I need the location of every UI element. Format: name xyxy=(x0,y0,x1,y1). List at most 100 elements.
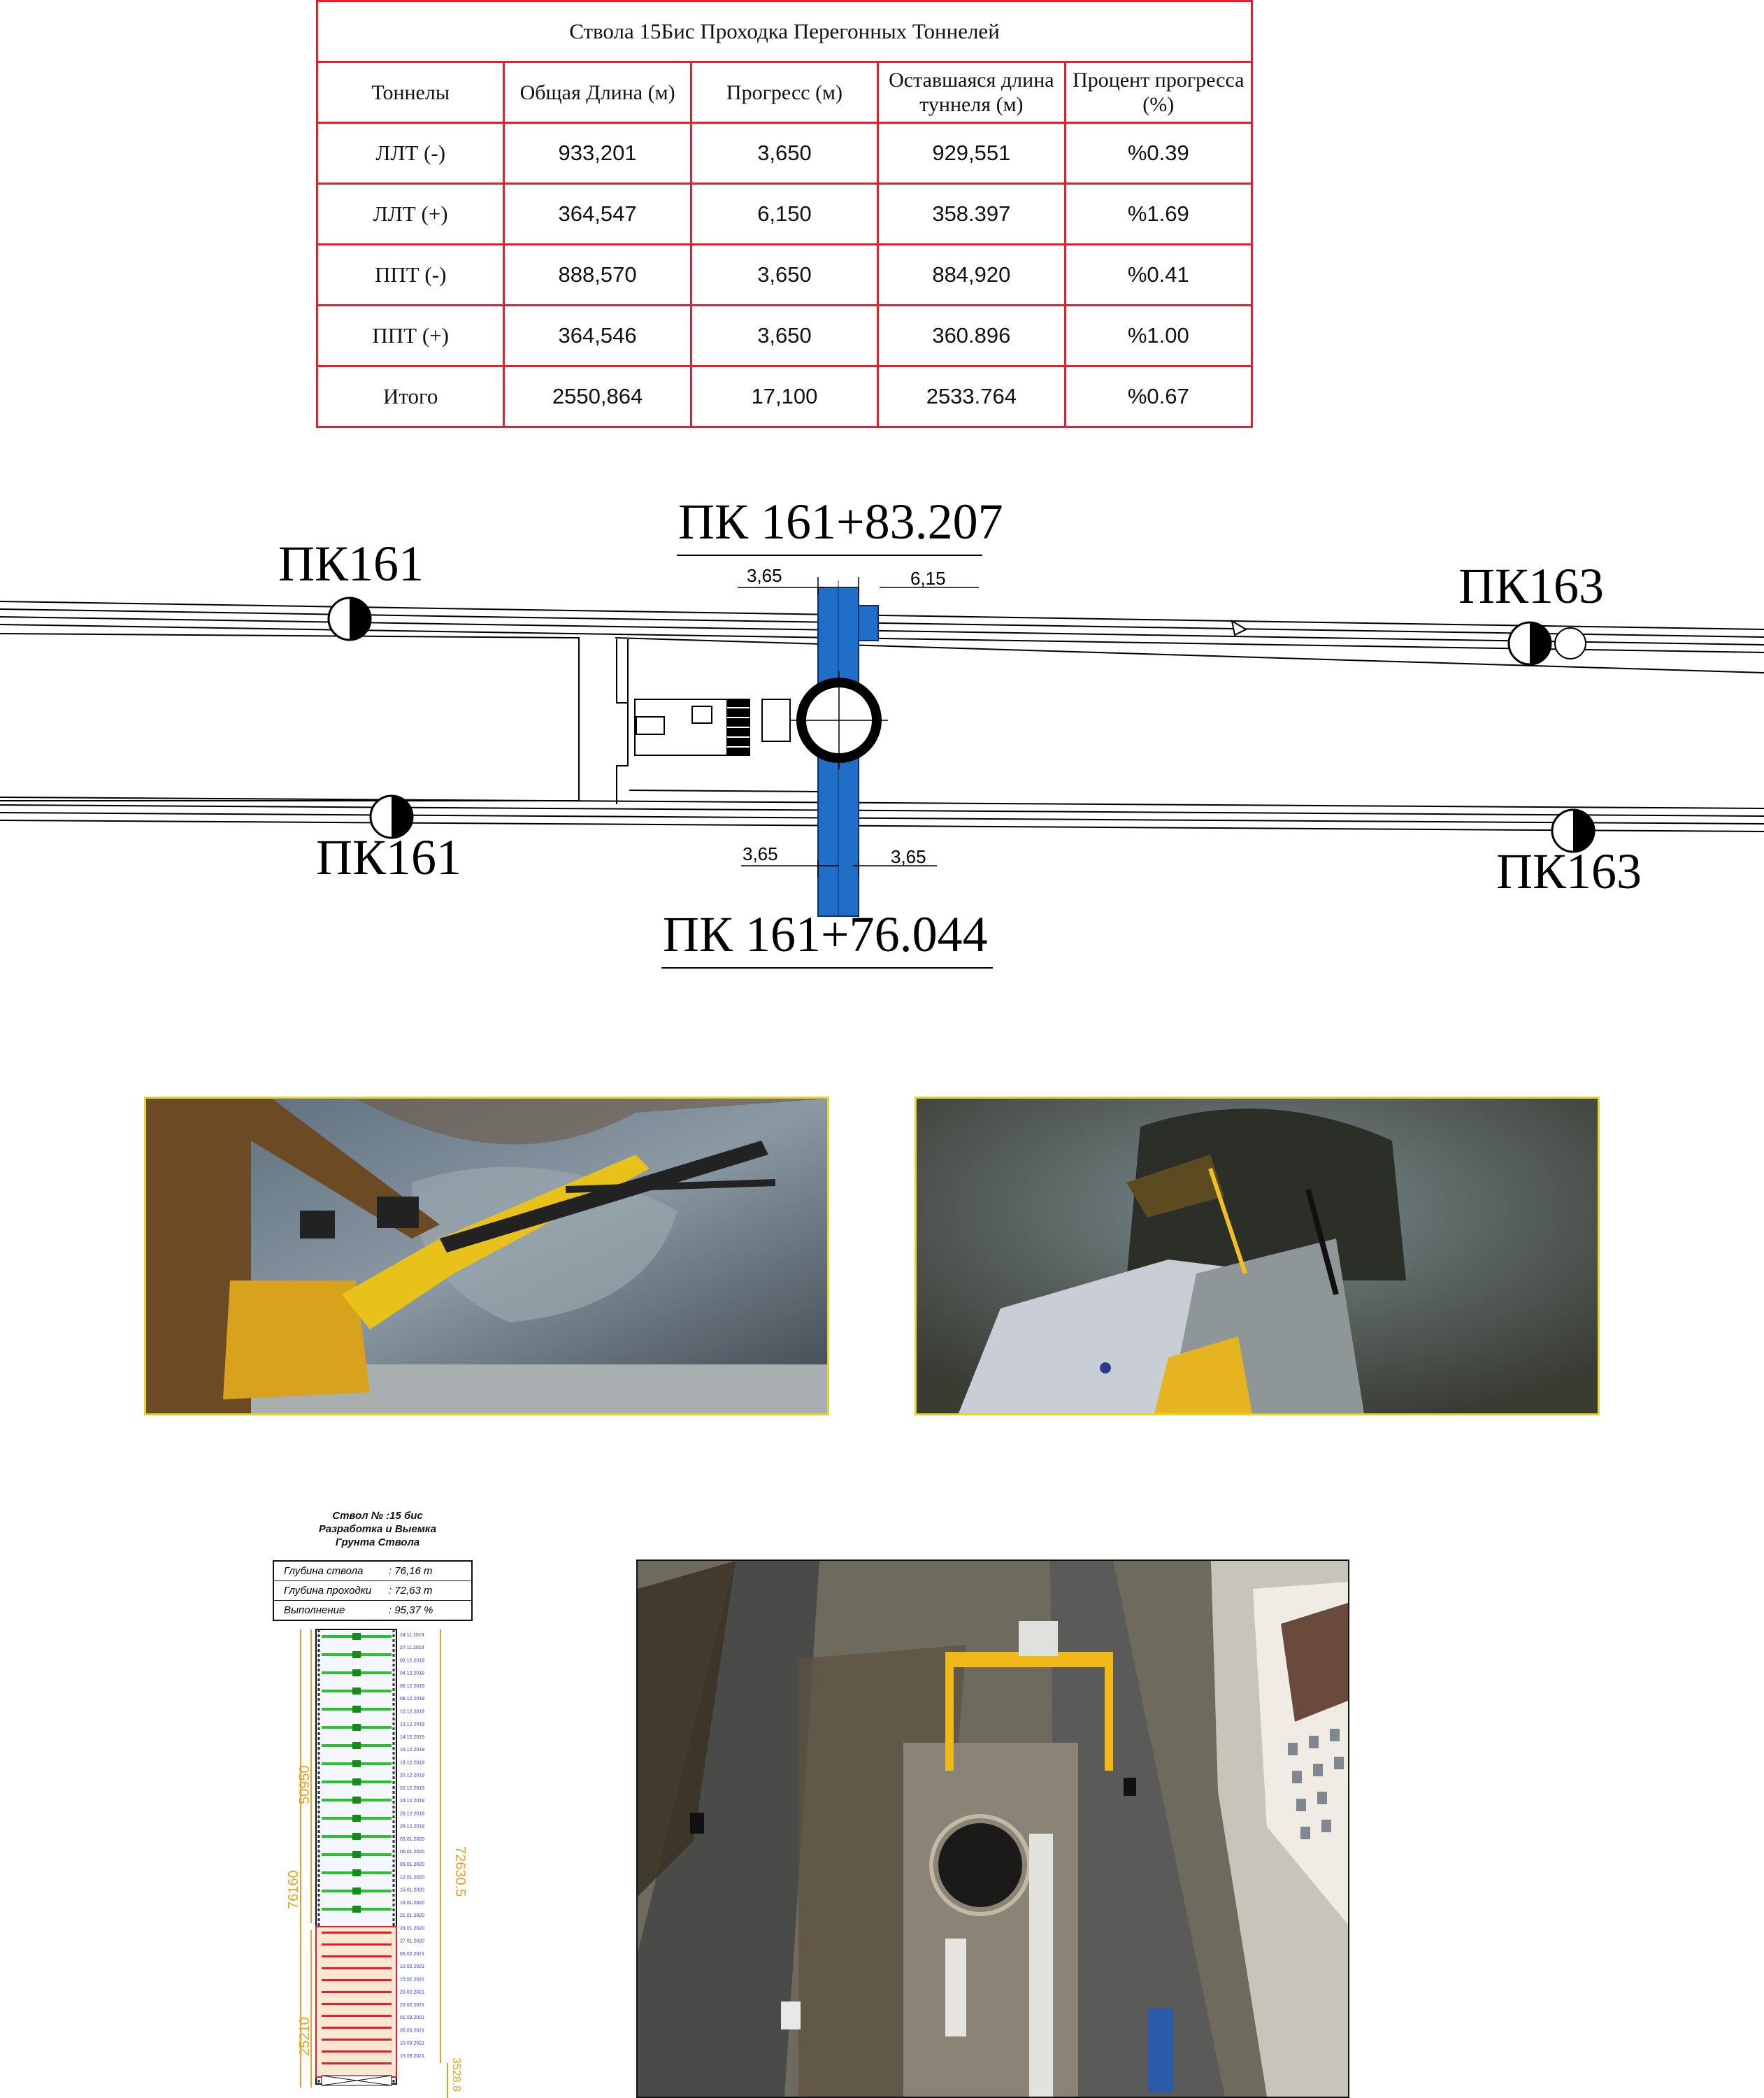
table-row: ППТ (+) 364,546 3,650 360.896 %1.00 xyxy=(315,304,1254,367)
lining-ring-marker xyxy=(352,1833,361,1840)
lining-ring-lower xyxy=(322,1967,392,1969)
depth-date-label: 12.12.2019 xyxy=(400,1722,424,1727)
dimension-bottom xyxy=(741,860,937,878)
cell-remaining: 358.397 xyxy=(877,183,1066,245)
lining-ring-marker xyxy=(352,1906,361,1913)
header-percent: Процент прогресса (%) xyxy=(1063,61,1254,124)
lining-ring-lower xyxy=(322,2039,392,2041)
dim-top-left: 3,65 xyxy=(747,565,782,586)
lining-ring-marker xyxy=(352,1742,361,1749)
cell-percent: %1.00 xyxy=(1063,304,1254,367)
cell-total: 364,547 xyxy=(503,183,692,245)
lining-ring-lower xyxy=(322,2050,392,2053)
excavation-depth-label: Глубина проходки xyxy=(284,1585,372,1597)
depth-date-label: 15.03.2021 xyxy=(400,2054,424,2059)
lower-tunnel-lines xyxy=(0,790,1764,832)
lining-ring-lower xyxy=(322,1991,392,1993)
shaft-section-drawing: 50950 76160 25210 72630.5 3528.8 24.11.2… xyxy=(286,1629,468,2098)
depth-date-label: 22.12.2019 xyxy=(400,1786,424,1791)
excavation-depth-value: : 72,63 m xyxy=(389,1585,433,1597)
lining-ring-marker xyxy=(352,1724,361,1731)
shaft-title-line-2: Разработка и Выемка xyxy=(318,1523,437,1535)
cell-total: 888,570 xyxy=(503,243,692,306)
table-row: ППТ (-) 888,570 3,650 884,920 %0.41 xyxy=(315,243,1254,306)
cross-passage xyxy=(0,633,791,804)
lining-ring-marker xyxy=(352,1869,361,1876)
cell-percent: %1.69 xyxy=(1063,183,1254,245)
shaft-depth-label: Глубина ствола xyxy=(284,1565,364,1577)
station-top-label: ПК 161+83.207 xyxy=(678,494,1003,550)
cell-tunnel: ППТ (-) xyxy=(315,243,505,306)
cell-remaining: 360.896 xyxy=(877,304,1066,367)
completion-label: Выполнение xyxy=(284,1604,345,1616)
lower-lining-segments xyxy=(322,1932,392,2064)
dim-right: 72630.5 xyxy=(452,1846,468,1897)
tunnel-excavation-photo xyxy=(915,1097,1600,1415)
cell-remaining: 929,551 xyxy=(877,122,1066,185)
depth-date-label: 01.03.2021 xyxy=(400,2015,424,2020)
pk163-top-label: ПК163 xyxy=(1458,558,1604,614)
cell-percent: %0.41 xyxy=(1063,243,1254,306)
depth-date-label: 21.01.2020 xyxy=(400,1913,424,1918)
depth-date-label: 04.12.2019 xyxy=(400,1671,424,1676)
depth-date-label: 06.01.2020 xyxy=(400,1850,424,1855)
lining-ring-lower xyxy=(322,2027,392,2029)
depth-date-label: 03.01.2020 xyxy=(400,1837,424,1842)
pk161-bottom-label: ПК161 xyxy=(316,829,461,885)
shaft-title-line-3: Грунта Ствола xyxy=(335,1536,420,1548)
depth-date-label: 18.01.2020 xyxy=(400,1901,424,1906)
shaft-progress-panel: Ствол № :15 бис Разработка и Выемка Грун… xyxy=(273,1504,482,2098)
depth-date-label: 16.12.2019 xyxy=(400,1748,424,1753)
depth-date-label: 10.03.2021 xyxy=(400,2041,424,2046)
lining-ring-lower xyxy=(322,1932,392,1934)
depth-date-label: 18.12.2019 xyxy=(400,1760,424,1765)
dim-top-right: 6,15 xyxy=(910,568,946,589)
dimension-top xyxy=(738,577,979,594)
shaft-info-box: Глубина ствола : 76,16 m Глубина проходк… xyxy=(273,1560,473,1621)
tunnel-drill-photo xyxy=(144,1097,829,1415)
direction-arrow-icon xyxy=(1231,619,1248,636)
depth-date-label: 27.11.2019 xyxy=(400,1646,424,1650)
lining-ring-lower xyxy=(322,1943,392,1946)
header-tunnels: Тоннелы xyxy=(315,61,505,124)
depth-dates-list: 24.11.201927.11.201902.12.201904.12.2019… xyxy=(400,1633,424,2059)
shaft-title-line-1: Ствол № :15 бис xyxy=(332,1510,423,1522)
dim-lower: 25210 xyxy=(297,2017,313,2056)
lining-ring-lower xyxy=(322,1979,392,1981)
cell-total: 364,546 xyxy=(503,304,692,367)
cell-total: 933,201 xyxy=(503,122,692,185)
shaft-info-row: Выполнение : 95,37 % xyxy=(274,1601,471,1620)
depth-date-label: 10.02.2021 xyxy=(400,1964,424,1969)
depth-date-label: 12.01.2020 xyxy=(400,1875,424,1880)
header-total-length: Общая Длина (м) xyxy=(503,61,692,124)
depth-date-label: 28.12.2019 xyxy=(400,1825,424,1829)
lining-ring-marker xyxy=(352,1778,361,1785)
cell-progress: 3,650 xyxy=(689,243,880,306)
pk163-bottom-label: ПК163 xyxy=(1496,843,1642,899)
dim-bottom-left: 3,65 xyxy=(743,843,778,864)
dim-upper: 50950 xyxy=(297,1765,313,1804)
upper-lining-segments xyxy=(322,1633,392,1913)
lining-ring-marker xyxy=(352,1633,361,1640)
depth-date-label: 09.01.2020 xyxy=(400,1862,424,1867)
lining-ring-marker xyxy=(352,1760,361,1767)
tunnel-plan-drawing: ПК 161+83.207 ПК 161+76.044 3,65 6,15 3,… xyxy=(0,494,1764,969)
depth-date-label: 15.01.2020 xyxy=(400,1888,424,1893)
shaft-depth-value: : 76,16 m xyxy=(389,1565,433,1577)
lining-ring-marker xyxy=(352,1651,361,1658)
header-progress: Прогресс (м) xyxy=(689,61,880,124)
depth-date-label: 10.12.2019 xyxy=(400,1709,424,1714)
pk161-top-marker-icon xyxy=(327,597,372,641)
pk163-bottom-marker-icon xyxy=(1551,808,1596,853)
cell-tunnel: ППТ (+) xyxy=(315,304,505,367)
cell-percent: %0.39 xyxy=(1063,122,1254,185)
lining-ring-marker xyxy=(352,1851,361,1858)
depth-date-label: 27.01.2020 xyxy=(400,1939,424,1944)
pk163-top-marker-icon xyxy=(1507,621,1586,666)
cell-progress: 17,100 xyxy=(689,365,880,428)
table-row: ЛЛТ (-) 933,201 3,650 929,551 %0.39 xyxy=(315,122,1254,185)
pk161-bottom-marker-icon xyxy=(369,794,414,839)
completion-value: : 95,37 % xyxy=(389,1604,433,1616)
depth-date-label: 26.12.2019 xyxy=(400,1811,424,1816)
depth-date-label: 24.11.2019 xyxy=(400,1633,424,1638)
